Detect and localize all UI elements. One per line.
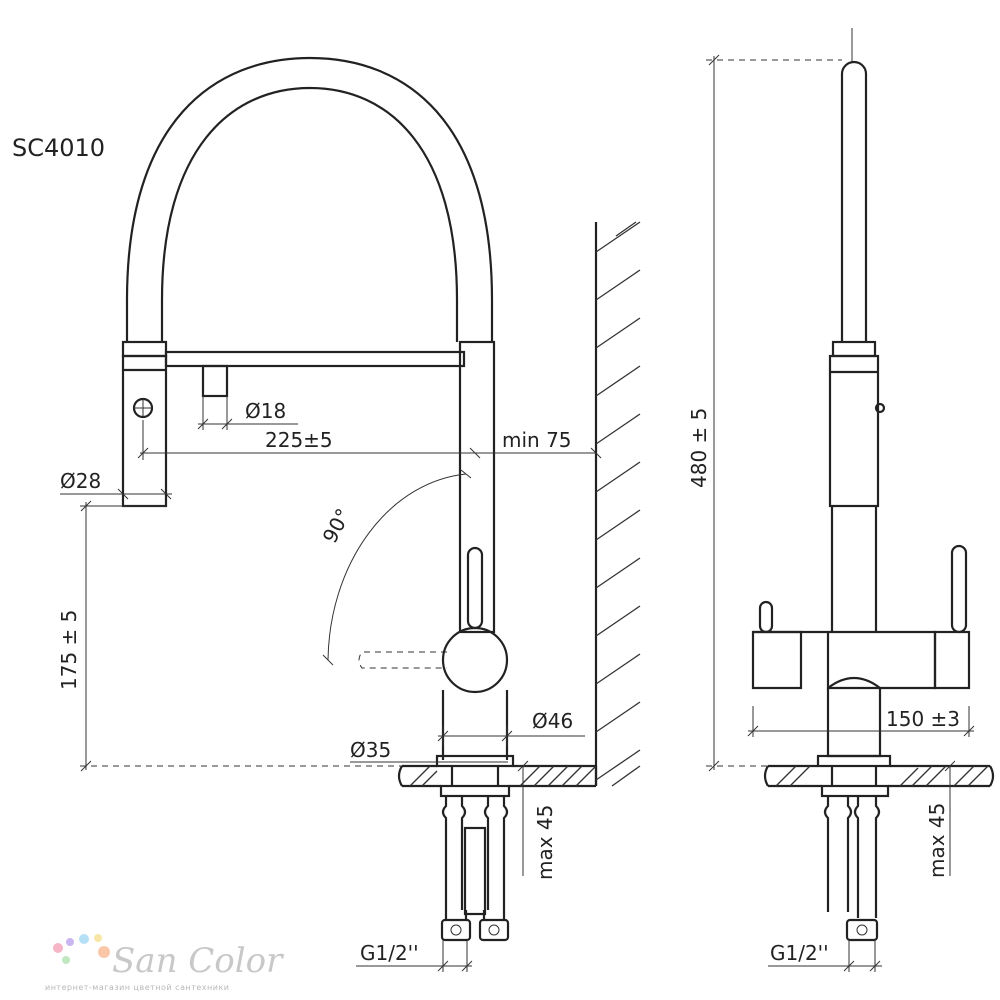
lever-vertical — [466, 546, 484, 630]
body-column — [458, 340, 496, 634]
holder-arm — [164, 350, 466, 368]
front-spray-body — [828, 354, 880, 508]
side-view-faucet — [121, 56, 515, 942]
front-left-handle-base — [751, 630, 803, 690]
dim-nozzle-diameter: Ø18 — [245, 399, 286, 423]
front-spout-top — [840, 60, 868, 342]
logo-tagline: интернет-магазин цветной сантехники — [45, 983, 229, 992]
threaded-rod — [463, 826, 487, 916]
spout-arc-outer — [125, 56, 494, 342]
dim-max-deck-front: max 45 — [925, 803, 949, 878]
front-view-deck — [763, 764, 995, 788]
base-ring — [435, 754, 515, 768]
spout-arc-inner — [160, 86, 459, 342]
front-hose-nut — [845, 918, 879, 942]
dim-width-front: 150 ±3 — [886, 707, 960, 731]
dim-spray-head-diameter: Ø28 — [60, 469, 101, 493]
dim-connection-side: G1/2'' — [360, 941, 419, 965]
dim-spray-height: 175 ± 5 — [57, 610, 81, 690]
dim-body-diameter: Ø46 — [532, 709, 573, 733]
brand-logo: San Color интернет-магазин цветной санте… — [45, 934, 284, 992]
front-right-handle-base — [933, 630, 971, 690]
front-view-faucet — [751, 60, 971, 942]
front-collar — [831, 340, 877, 358]
lever-horizontal-dashed — [358, 651, 447, 669]
dim-connection-front: G1/2'' — [770, 941, 829, 965]
dim-reach: 225±5 — [265, 428, 333, 452]
dim-wall-clearance: min 75 — [502, 428, 572, 452]
front-left-lever — [758, 600, 774, 634]
wall-hatching — [595, 221, 641, 787]
front-base-ring — [816, 754, 892, 768]
front-spray-button-icon — [874, 402, 886, 414]
front-mounting-nut — [820, 784, 890, 798]
hose-nut-left — [440, 918, 472, 942]
dim-swivel-angle: 90° — [318, 504, 356, 547]
model-title: SC4010 — [12, 134, 105, 162]
dim-total-height: 480 ± 5 — [687, 408, 711, 488]
dim-max-deck-side: max 45 — [533, 805, 557, 880]
front-right-lever — [950, 544, 968, 634]
front-view-dimensions: 480 ± 5 150 ±3 max 45 G1/2'' — [687, 28, 975, 972]
nozzle-outlet — [201, 364, 229, 398]
swivel-arc — [327, 473, 467, 661]
logo-brand: San Color — [112, 941, 284, 981]
lever-hub — [441, 626, 509, 694]
side-view-deck-wall — [397, 221, 641, 788]
hose-nut-right — [478, 918, 510, 942]
mounting-nut — [439, 784, 511, 798]
side-view-dimensions: Ø18 225±5 min 75 Ø28 90° 175 ± 5 Ø46 — [57, 396, 602, 972]
spray-head-collar — [121, 340, 168, 358]
dim-base-diameter: Ø35 — [350, 738, 391, 762]
front-base-neck — [826, 676, 882, 758]
spray-head — [121, 354, 168, 508]
